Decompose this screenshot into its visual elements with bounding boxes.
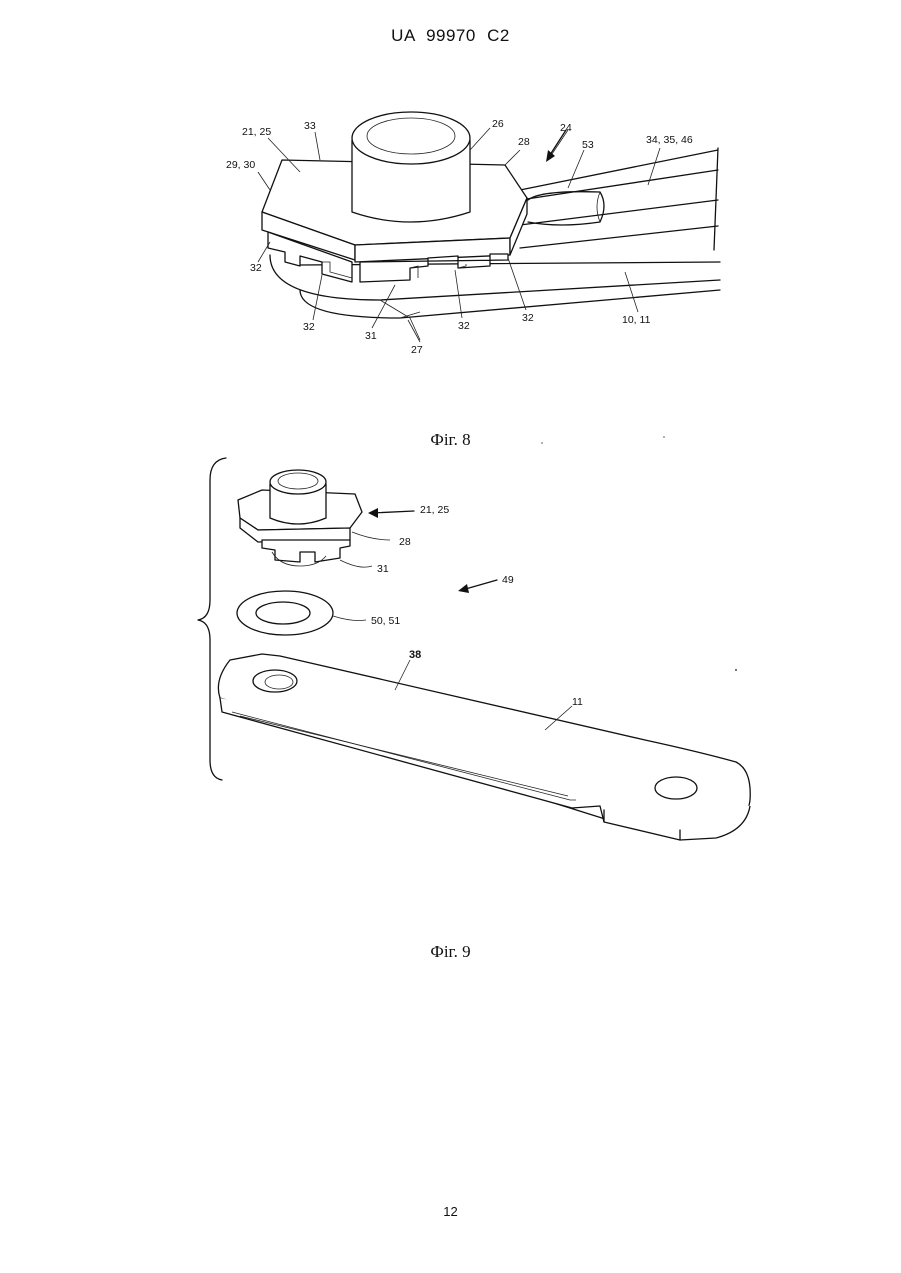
label-33: 33 xyxy=(304,120,316,132)
label-32-bottom-mid: 32 xyxy=(458,320,470,332)
label-29-30: 29, 30 xyxy=(226,159,255,171)
label-32-bottom-left: 32 xyxy=(303,321,315,333)
label-31: 31 xyxy=(365,330,377,342)
label-28: 28 xyxy=(518,136,530,148)
label-32-right: 32 xyxy=(522,312,534,324)
label-10-11: 10, 11 xyxy=(622,314,651,326)
page-number: 12 xyxy=(0,1204,901,1219)
label-26: 26 xyxy=(492,118,504,130)
figure-8-caption: Фіг. 8 xyxy=(0,430,901,450)
label-21-25: 21, 25 xyxy=(242,126,271,138)
label-32-left: 32 xyxy=(250,262,262,274)
label-24: 24 xyxy=(560,122,572,134)
label-53: 53 xyxy=(582,139,594,151)
label-27: 27 xyxy=(411,344,423,356)
label-34-35-46: 34, 35, 46 xyxy=(646,134,693,146)
figure-9-caption: Фіг. 9 xyxy=(0,942,901,962)
